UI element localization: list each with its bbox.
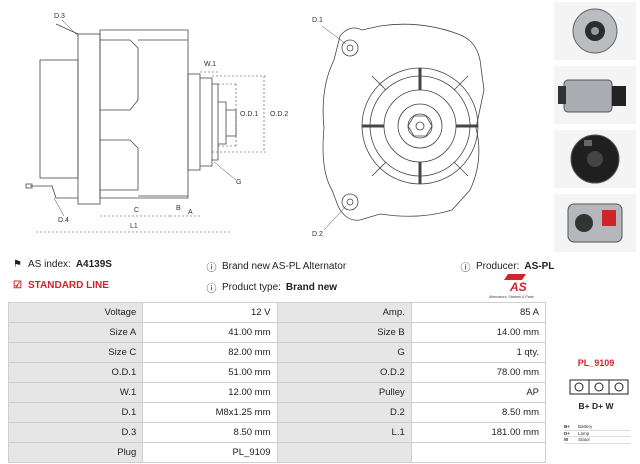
legend-row: B+ Battery [564,424,630,431]
spec-key: Plug [7,442,144,463]
product-type-value: Brand new [285,282,338,293]
spec-value: M8x1.25 mm [142,402,278,423]
legend-row: D+ Lamp [564,430,630,437]
label-od1: O.D.1 [240,111,258,118]
spec-value: 8.50 mm [410,402,547,423]
spec-key: L.1 [276,422,412,443]
legend-code: B+ [564,424,570,429]
spec-key [276,442,412,463]
legend-code: W [564,437,569,442]
spec-value: 85 A [410,302,547,323]
label-od2: O.D.2 [270,111,288,118]
tag-icon: ⚑ [13,259,22,270]
spec-value: 51.00 mm [142,362,278,383]
label-l1: L1 [130,223,138,230]
as-index: ⚑ AS index: A4139S [13,259,112,270]
as-pl-logo: AS Alternators, Starters & Parts [489,274,534,299]
producer-info: ⓘ Producer: AS-PL [460,261,555,274]
label-d1: D.1 [312,17,323,24]
spec-value: 8.50 mm [142,422,278,443]
thumbnail-rear[interactable] [554,130,636,188]
label-d2: D.2 [312,231,323,238]
brand-info: ⓘ Brand new AS-PL Alternator [206,261,347,274]
plug-id: PL_9109 [577,358,615,368]
info-icon: ⓘ [206,263,217,274]
spec-key: Size A [7,322,144,343]
logo-tagline: Alternators, Starters & Parts [489,295,534,299]
spec-value: 12 V [142,302,278,323]
spec-key: D.2 [276,402,412,423]
label-d3: D.3 [54,13,65,20]
producer-value: AS-PL [524,261,555,272]
label-w1: W.1 [204,61,216,68]
spec-key: W.1 [7,382,144,403]
spec-key: D.1 [7,402,144,423]
callout-lines [53,19,347,231]
spec-key: O.D.1 [7,362,144,383]
legend-name: Battery [578,424,593,429]
spec-key: D.3 [7,422,144,443]
spec-value: 41.00 mm [142,322,278,343]
spec-value: AP [410,382,547,403]
spec-value: 82.00 mm [142,342,278,363]
spec-value: 1 qty. [410,342,547,363]
product-thumbnails [552,2,638,258]
product-type-info: ⓘ Product type: Brand new [206,282,338,295]
legend-name: Lamp [578,430,590,436]
side-view [25,23,237,205]
info-icon: ⓘ [460,263,471,274]
legend-code: D+ [564,430,570,436]
spec-value [410,442,547,463]
spec-key: Size C [7,342,144,363]
spec-value: PL_9109 [142,442,278,463]
thumbnail-angle[interactable] [554,194,636,252]
spec-key: O.D.2 [276,362,412,383]
legend-name: Stator [578,437,591,442]
logo-mark: AS [509,280,527,294]
label-c: C [134,207,139,214]
label-b: B [176,205,181,212]
label-a: A [188,209,193,216]
dimension-labels: D.3 D.4 W.1 O.D.1 O.D.2 G B A C L1 D.1 D… [54,13,323,238]
standard-line-badge: ☑ STANDARD LINE [13,280,109,291]
thumbnail-side[interactable] [554,66,636,124]
spec-value: 181.00 mm [410,422,547,443]
spec-key: Pulley [276,382,412,403]
front-view [322,23,485,221]
terminal-diagram [569,379,629,395]
info-icon: ⓘ [206,284,217,295]
spec-key: Amp. [276,302,412,323]
dimension-lines [36,71,268,233]
as-index-value: A4139S [75,259,112,270]
spec-value: 14.00 mm [410,322,547,343]
checkbox-icon: ☑ [13,280,22,291]
label-d4: D.4 [58,217,69,224]
terminal-labels: B+ D+ W [578,401,614,411]
spec-value: 78.00 mm [410,362,547,383]
thumbnail-front[interactable] [554,2,636,60]
spec-value: 12.00 mm [142,382,278,403]
spec-key: G [276,342,412,363]
technical-drawing: D.3 D.4 W.1 O.D.1 O.D.2 G B A C L1 D.1 D… [25,13,485,238]
legend-row: W Stator [564,437,630,444]
spec-key: Size B [276,322,412,343]
spec-key: Voltage [7,302,144,323]
label-g: G [236,179,241,186]
